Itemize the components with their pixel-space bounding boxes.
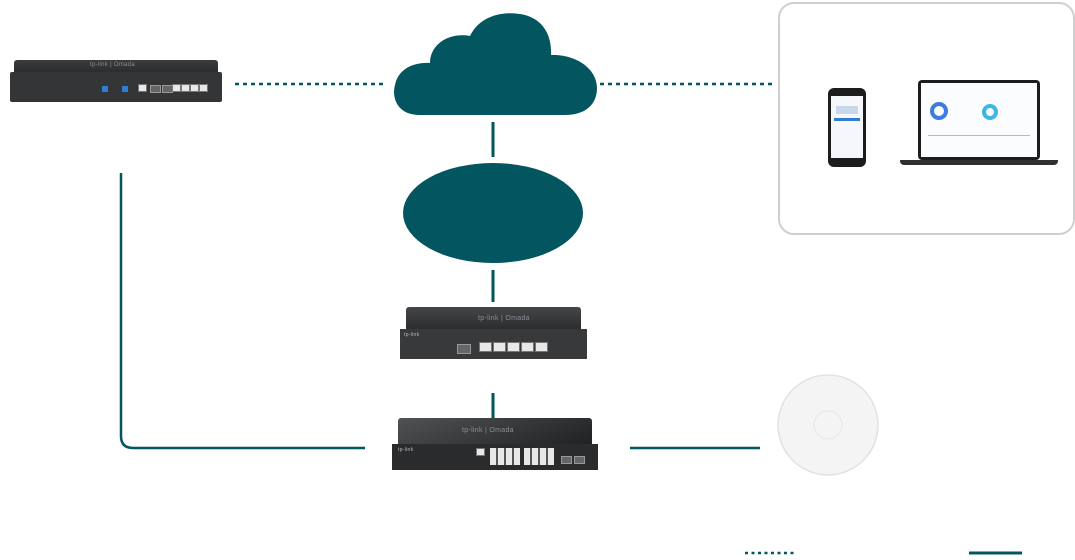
router-brand: tp-link xyxy=(404,332,420,338)
switch-logo: tp-link | Omada xyxy=(462,427,514,434)
controller-logo: tp-link | Omada xyxy=(90,62,136,68)
switch-device: tp-link | Omada tp-link xyxy=(392,418,598,470)
controller-switch-link xyxy=(119,173,365,450)
access-point-icon xyxy=(777,374,879,476)
isp-ellipse xyxy=(403,163,583,263)
management-apps-box xyxy=(778,2,1075,235)
phone-app-icon xyxy=(828,88,866,167)
controller-device: tp-link | Omada xyxy=(10,60,222,102)
router-logo: tp-link | Omada xyxy=(478,315,530,322)
switch-brand: tp-link xyxy=(398,447,414,453)
laptop-dashboard-icon xyxy=(900,80,1058,167)
router-device: tp-link | Omada tp-link xyxy=(400,307,587,359)
cloud-shape xyxy=(394,13,597,116)
